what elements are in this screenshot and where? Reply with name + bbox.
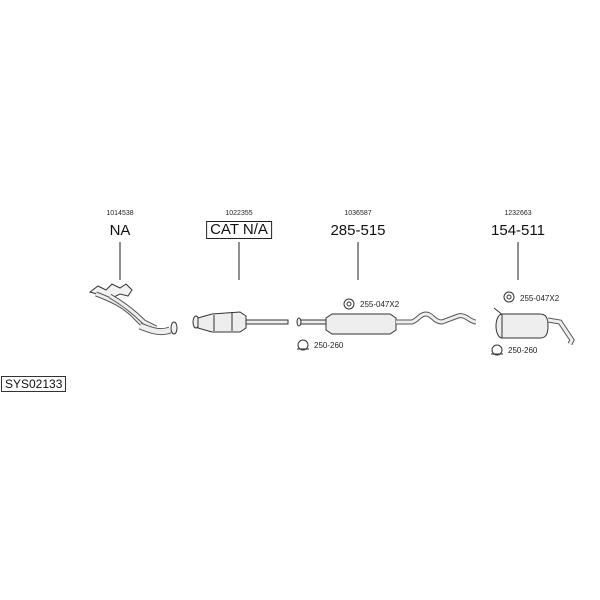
- part-number-label: NA: [109, 222, 131, 239]
- pipe-clamp-icon: [297, 339, 309, 351]
- part-number-label: CAT N/A: [206, 221, 272, 239]
- part-ref-number: 1022355: [225, 210, 253, 217]
- catalytic-converter-drawing: [192, 311, 289, 333]
- accessory-label: 250-260: [508, 346, 538, 355]
- middle-silencer-drawing: [296, 311, 477, 335]
- accessory-label: 255-047X2: [520, 294, 560, 303]
- pipe-clamp-icon: [491, 344, 503, 356]
- front-pipe-drawing: [88, 283, 178, 336]
- part-ref-number: 1232663: [504, 210, 532, 217]
- accessory-label: 255-047X2: [360, 300, 400, 309]
- rear-silencer-drawing: [493, 307, 575, 346]
- rubber-mount-icon: [503, 291, 515, 303]
- part-ref-number: 1014538: [106, 210, 134, 217]
- rubber-mount-icon: [343, 298, 355, 310]
- part-number-label: 154-511: [491, 222, 545, 239]
- accessory-label: 250-260: [314, 341, 344, 350]
- part-number-label: 285-515: [330, 222, 386, 239]
- system-code-label: SYS02133: [1, 376, 67, 392]
- part-ref-number: 1036587: [344, 210, 372, 217]
